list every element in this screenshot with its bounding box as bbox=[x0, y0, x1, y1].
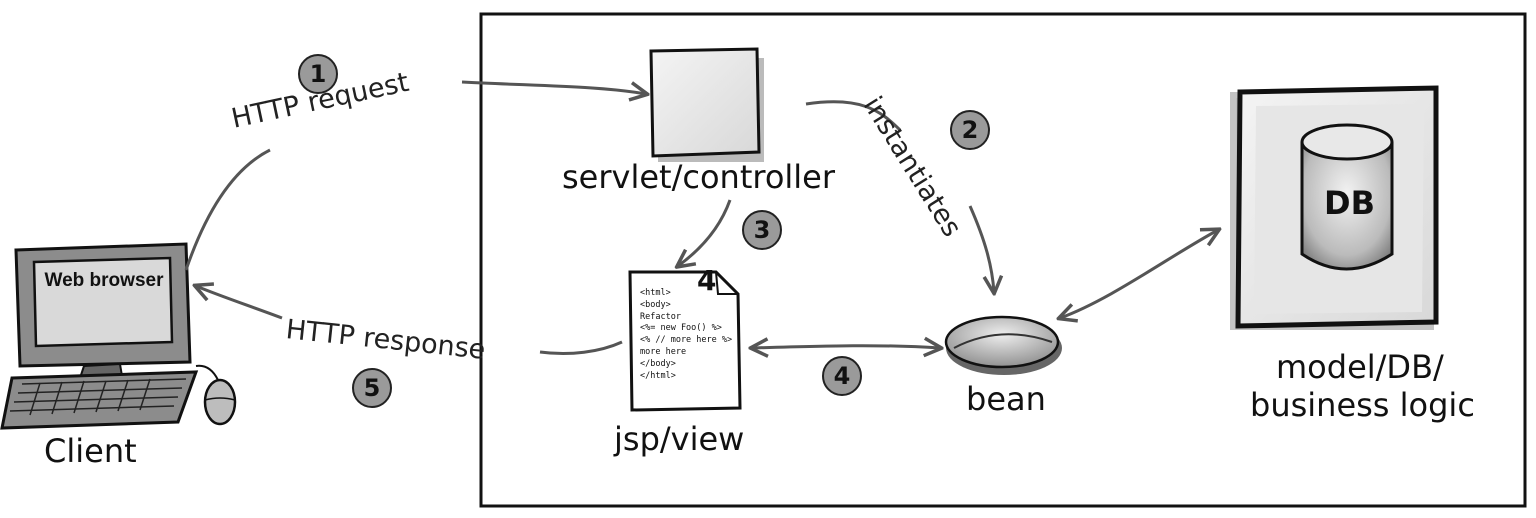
database-icon bbox=[1300, 123, 1394, 271]
step-2-number: 2 bbox=[961, 116, 979, 144]
code-line: <body> bbox=[640, 299, 671, 310]
code-line: Refactor bbox=[640, 311, 681, 322]
http-response-arrow-tail bbox=[196, 286, 283, 320]
jsp-page-icon bbox=[628, 270, 742, 412]
step-2-badge: 2 bbox=[950, 110, 990, 150]
web-browser-text: Web browser bbox=[44, 270, 164, 291]
step-3-badge: 3 bbox=[742, 210, 782, 250]
servlet-box bbox=[649, 47, 764, 162]
bean-label: bean bbox=[966, 380, 1046, 418]
code-line: <%= new Foo() %> bbox=[640, 323, 722, 334]
jsp-view-label: jsp/view bbox=[614, 420, 745, 458]
db-label: DB bbox=[1324, 184, 1375, 222]
computer-icon bbox=[0, 242, 237, 430]
http-request-arrow bbox=[184, 148, 271, 271]
instantiates-arrow bbox=[805, 100, 902, 132]
client-label: Client bbox=[44, 432, 137, 470]
server-frame bbox=[479, 12, 1527, 508]
jsp-badge: 4 bbox=[697, 264, 717, 297]
jsp-bean-arrow bbox=[752, 346, 940, 348]
model-label-line2: business logic bbox=[1250, 386, 1475, 424]
web-browser-label: Web browser bbox=[40, 270, 168, 292]
http-request-arrow-head bbox=[461, 80, 646, 94]
code-line: </body> bbox=[640, 358, 676, 369]
code-line: <% // more here %> bbox=[640, 335, 733, 346]
step-1-badge: 1 bbox=[298, 54, 338, 94]
http-response-arrow bbox=[539, 340, 623, 355]
jsp-code: <html> <body> Refactor <%= new Foo() %> … bbox=[640, 288, 732, 382]
step-1-number: 1 bbox=[309, 60, 327, 88]
instantiates-arrow-head bbox=[968, 205, 994, 292]
servlet-label: servlet/controller bbox=[562, 158, 836, 196]
step-5-number: 5 bbox=[363, 374, 381, 402]
model-label-line1: model/DB/ bbox=[1276, 348, 1444, 386]
step-4-number: 4 bbox=[833, 362, 851, 390]
step-5-badge: 5 bbox=[352, 368, 392, 408]
step-4-badge: 4 bbox=[822, 356, 862, 396]
code-line: more here bbox=[640, 346, 687, 357]
code-line: <html> bbox=[640, 288, 671, 298]
forward-arrow bbox=[678, 199, 732, 266]
code-line: </html> bbox=[640, 370, 676, 381]
bean-db-arrow bbox=[1060, 230, 1218, 318]
step-3-number: 3 bbox=[753, 216, 771, 244]
bean-icon bbox=[944, 315, 1062, 375]
